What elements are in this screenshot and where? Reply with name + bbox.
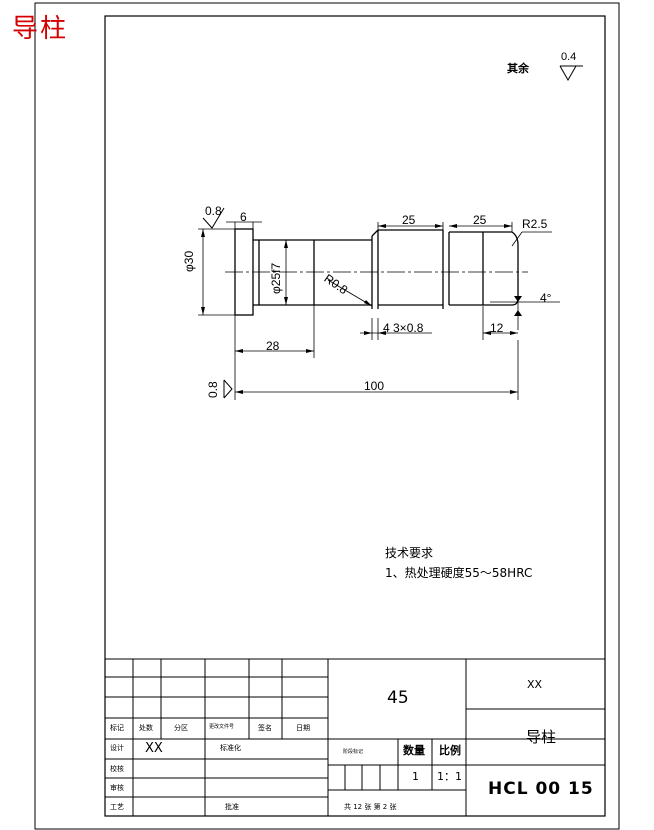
tb-label-approve: 批准 <box>225 803 239 811</box>
tb-material: 45 <box>387 688 409 708</box>
dimension-lines <box>198 221 560 400</box>
dim-angle-4: 4° <box>540 291 552 305</box>
tb-label-design: 设计 <box>110 744 124 752</box>
tb-scale-label: 比例 <box>439 744 461 757</box>
tb-drawing-no: HCL 00 15 <box>488 779 594 799</box>
dimension-arrows <box>201 224 522 394</box>
roughness-top-value: 0.8 <box>205 204 222 218</box>
dim-r25: R2.5 <box>522 217 548 231</box>
tb-part-name: 导柱 <box>526 728 557 746</box>
tb-label-count: 处数 <box>139 724 153 732</box>
stamp-title: 导柱 <box>12 14 69 44</box>
roughness-symbols <box>202 207 233 399</box>
dim-25b: 25 <box>473 213 487 227</box>
tb-qty-value: 1 <box>412 770 419 783</box>
tb-label-review: 审核 <box>110 784 124 792</box>
dim-dia30: φ30 <box>182 250 196 272</box>
dim-12: 12 <box>490 321 504 335</box>
tb-label-date: 日期 <box>296 724 310 732</box>
tb-label-sign: 签名 <box>258 724 272 732</box>
tb-design-value: XX <box>145 741 163 756</box>
roughness-left-value: 0.8 <box>206 381 220 398</box>
requirements-heading: 技术要求 <box>385 546 434 560</box>
surface-finish-other-label: 其余 <box>507 62 529 75</box>
surface-finish-symbol <box>559 65 583 82</box>
dim-100: 100 <box>364 379 385 393</box>
outer-frame <box>34 2 620 830</box>
dim-25a: 25 <box>402 213 416 227</box>
tb-label-zone: 分区 <box>174 724 188 732</box>
tb-label-process: 工艺 <box>110 803 124 811</box>
requirements-item-1: 1、热处理硬度55～58HRC <box>385 566 533 580</box>
surface-finish-other-value: 0.4 <box>561 51 577 63</box>
title-block-grid <box>104 658 606 817</box>
tb-scale-value: 1：1 <box>437 770 462 783</box>
dim-groove: 4 3×0.8 <box>383 321 424 335</box>
tb-label-standardize: 标准化 <box>220 744 241 752</box>
tb-sheets: 共 12 张 第 2 张 <box>344 803 397 811</box>
tb-label-check: 校核 <box>110 765 124 773</box>
tb-qty-label: 数量 <box>403 744 425 757</box>
inner-frame <box>104 15 606 817</box>
tb-label-mark: 标记 <box>110 724 124 732</box>
tb-label-change-doc: 更改文件号 <box>209 724 235 730</box>
tb-stage-label: 阶段标记 <box>343 749 364 755</box>
dim-6: 6 <box>240 210 247 224</box>
shaft-part <box>234 228 519 316</box>
dim-dia25f7: φ25f7 <box>269 262 283 294</box>
tb-company: XX <box>527 678 543 691</box>
dim-28: 28 <box>266 339 280 353</box>
